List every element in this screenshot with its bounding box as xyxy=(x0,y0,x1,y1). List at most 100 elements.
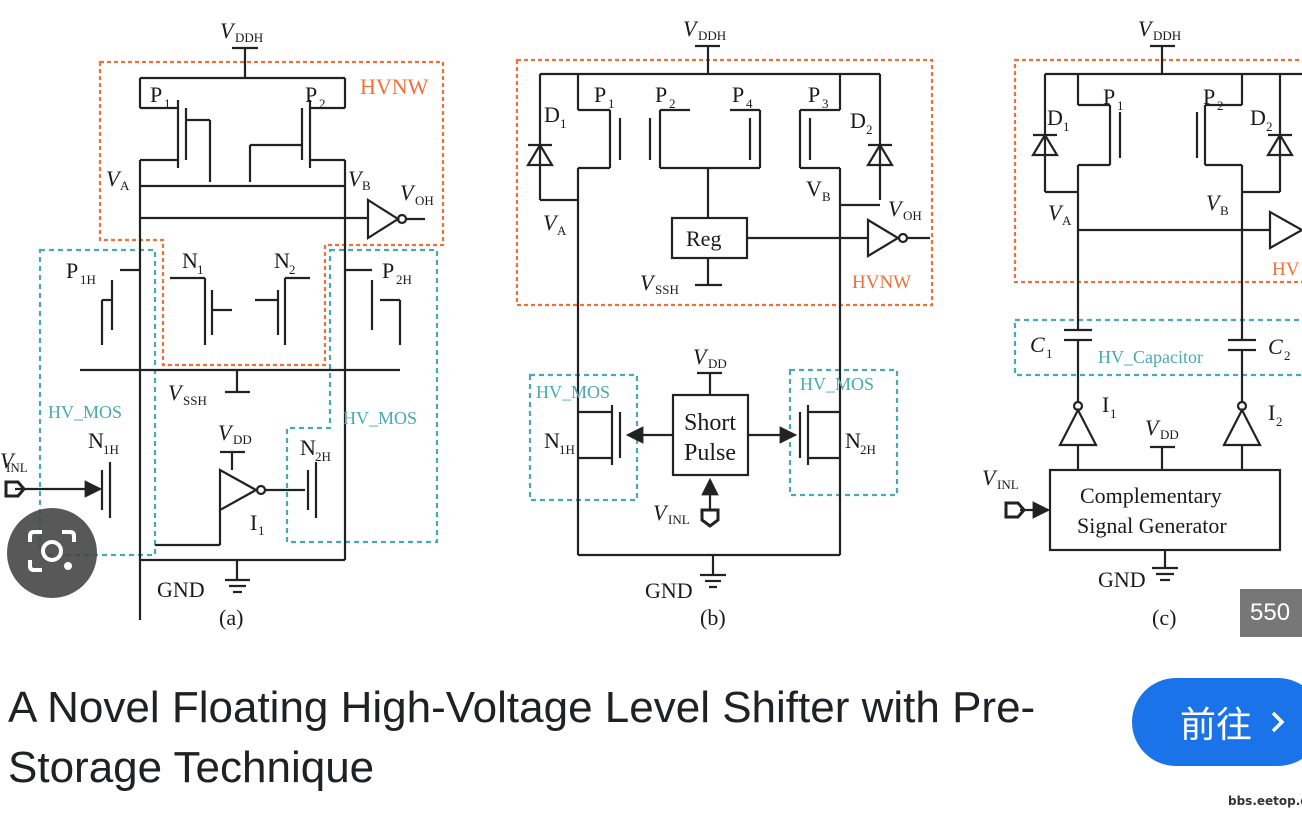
svg-text:V: V xyxy=(982,465,998,490)
svg-text:1: 1 xyxy=(1117,98,1124,113)
svg-text:2: 2 xyxy=(1266,119,1273,134)
svg-text:P: P xyxy=(66,258,78,283)
svg-text:1: 1 xyxy=(258,523,265,538)
svg-text:SSH: SSH xyxy=(655,282,679,297)
svg-text:P: P xyxy=(655,82,667,107)
svg-text:1H: 1H xyxy=(80,272,96,287)
svg-text:2: 2 xyxy=(1284,348,1291,363)
svg-text:1H: 1H xyxy=(103,442,119,457)
svg-text:V: V xyxy=(1145,415,1161,440)
svg-text:V: V xyxy=(218,420,234,445)
svg-text:V: V xyxy=(683,16,699,41)
svg-text:HV_Capacitor: HV_Capacitor xyxy=(1098,347,1203,367)
svg-text:C: C xyxy=(1030,332,1045,357)
svg-text:INL: INL xyxy=(997,477,1019,492)
google-lens-button[interactable] xyxy=(7,508,97,598)
svg-text:V: V xyxy=(348,166,364,191)
svg-text:P: P xyxy=(305,82,317,107)
svg-text:Signal Generator: Signal Generator xyxy=(1077,513,1227,538)
svg-text:B: B xyxy=(362,178,371,193)
svg-text:D: D xyxy=(1047,105,1063,130)
svg-text:(c): (c) xyxy=(1152,605,1176,630)
svg-text:HV_MOS: HV_MOS xyxy=(343,408,417,428)
svg-text:GND: GND xyxy=(1098,567,1146,592)
goto-label: 前往 xyxy=(1180,704,1253,745)
svg-text:GND: GND xyxy=(645,578,693,603)
goto-button[interactable]: 前往 xyxy=(1132,678,1302,766)
svg-text:HVNW: HVNW xyxy=(360,74,429,99)
svg-text:OH: OH xyxy=(415,193,434,208)
svg-text:V: V xyxy=(106,166,122,191)
svg-text:4: 4 xyxy=(746,96,753,111)
svg-text:V: V xyxy=(653,500,669,525)
svg-text:HVNW: HVNW xyxy=(852,272,911,293)
chevron-right-icon xyxy=(1270,710,1286,734)
svg-text:N: N xyxy=(544,428,560,453)
svg-text:2: 2 xyxy=(1276,414,1283,429)
svg-text:V: V xyxy=(168,380,184,405)
svg-text:I: I xyxy=(250,510,257,535)
svg-text:A: A xyxy=(120,178,130,193)
svg-text:P: P xyxy=(150,82,162,107)
svg-text:DDH: DDH xyxy=(698,28,726,43)
svg-text:HV_MOS: HV_MOS xyxy=(800,374,874,394)
image-size-badge: 550 xyxy=(1240,589,1302,637)
svg-text:DD: DD xyxy=(1160,427,1179,442)
svg-text:V: V xyxy=(693,344,709,369)
svg-text:P: P xyxy=(594,82,606,107)
svg-text:Pulse: Pulse xyxy=(684,440,736,466)
svg-text:P: P xyxy=(1103,84,1115,109)
panel-b xyxy=(515,44,934,589)
image-size-text: 550 xyxy=(1250,599,1291,626)
svg-text:1: 1 xyxy=(1110,406,1117,421)
google-lens-icon xyxy=(26,528,78,579)
svg-text:2: 2 xyxy=(669,96,676,111)
svg-text:V: V xyxy=(1048,200,1064,225)
svg-text:N: N xyxy=(300,435,316,460)
svg-text:1: 1 xyxy=(1063,119,1070,134)
svg-text:V: V xyxy=(888,196,904,221)
svg-text:2: 2 xyxy=(319,96,326,111)
svg-text:V: V xyxy=(640,270,656,295)
svg-text:A: A xyxy=(1062,213,1072,228)
svg-text:2: 2 xyxy=(289,262,296,277)
svg-text:P: P xyxy=(808,82,820,107)
svg-text:1: 1 xyxy=(164,96,171,111)
svg-text:V: V xyxy=(1206,190,1222,215)
svg-text:GND: GND xyxy=(157,577,205,602)
svg-text:2: 2 xyxy=(1217,98,1224,113)
svg-text:P: P xyxy=(732,82,744,107)
svg-text:D: D xyxy=(544,102,560,127)
svg-text:V: V xyxy=(0,448,16,473)
svg-text:INL: INL xyxy=(6,460,28,475)
svg-text:V: V xyxy=(806,176,822,201)
svg-text:N: N xyxy=(845,428,861,453)
svg-text:DDH: DDH xyxy=(235,30,263,45)
svg-text:B: B xyxy=(1220,203,1229,218)
svg-text:N: N xyxy=(182,248,198,273)
svg-text:DDH: DDH xyxy=(1153,28,1181,43)
svg-text:SSH: SSH xyxy=(183,393,207,408)
svg-text:1: 1 xyxy=(1046,346,1053,361)
svg-text:Complementary: Complementary xyxy=(1080,483,1222,508)
svg-text:HV_MOS: HV_MOS xyxy=(536,382,610,402)
svg-text:DD: DD xyxy=(708,356,727,371)
source-site: bbs.eetop.cn xyxy=(1228,794,1302,808)
svg-text:B: B xyxy=(822,189,831,204)
svg-text:I: I xyxy=(1102,392,1109,417)
panel-a xyxy=(15,46,445,620)
svg-text:V: V xyxy=(220,18,236,43)
svg-text:1: 1 xyxy=(608,96,615,111)
svg-text:HV_MOS: HV_MOS xyxy=(48,402,122,422)
result-title[interactable]: A Novel Floating High-Voltage Level Shif… xyxy=(8,683,1036,792)
svg-text:2H: 2H xyxy=(860,442,876,457)
svg-text:2: 2 xyxy=(866,122,873,137)
svg-text:P: P xyxy=(1203,84,1215,109)
svg-text:V: V xyxy=(400,180,416,205)
svg-text:N: N xyxy=(88,428,104,453)
svg-text:2H: 2H xyxy=(315,449,331,464)
